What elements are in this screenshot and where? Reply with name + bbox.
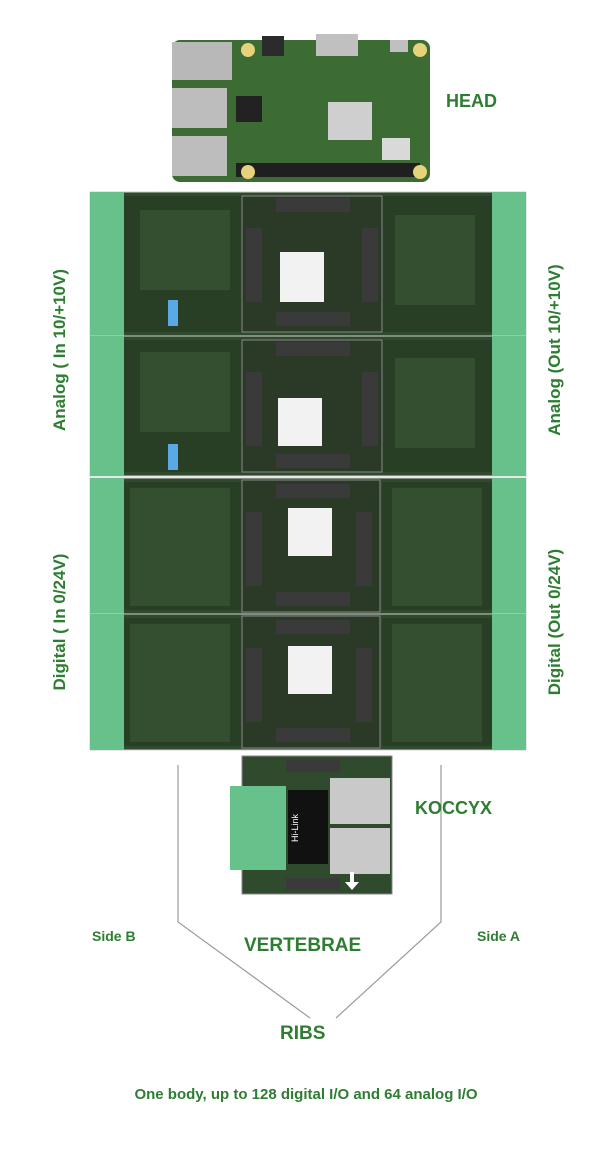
- koccyx-ethernet-port-2: [330, 828, 390, 874]
- head-hdmi-port: [316, 34, 358, 56]
- side-b-label: Side B: [92, 928, 136, 944]
- digital-out-label: Digital (Out 0/24V): [545, 492, 565, 752]
- koccyx-chip-label: Hi-Link: [290, 814, 300, 843]
- footer-caption: One body, up to 128 digital I/O and 64 a…: [0, 1086, 612, 1103]
- head-mount-hole-1: [241, 43, 255, 57]
- digital-in-label: Digital ( In 0/24V): [50, 492, 70, 752]
- head-usb-port-2: [172, 88, 227, 128]
- digital-layer-2: [90, 614, 526, 750]
- digital-layer-1: [90, 478, 526, 614]
- analog-layer-1: [90, 192, 526, 336]
- analog-module-2: [278, 398, 322, 446]
- analog-out-terminal-block-1: [492, 192, 526, 336]
- koccyx-ethernet-port-1: [330, 778, 390, 824]
- head-usb-port-1: [172, 42, 232, 80]
- side-a-label: Side A: [477, 928, 520, 944]
- head-soc-chip: [328, 102, 372, 140]
- analog-layer-2: [90, 336, 526, 476]
- koccyx-board: Hi-Link: [230, 756, 392, 894]
- analog-module-1: [280, 252, 324, 302]
- digital-module-2: [288, 646, 332, 694]
- head-chip: [236, 96, 262, 122]
- head-wifi-chip: [382, 138, 410, 160]
- digital-out-terminal-block-2: [492, 614, 526, 750]
- analog-in-terminal-block-1: [90, 192, 124, 336]
- analog-out-label: Analog (Out 10/+10V): [545, 220, 565, 480]
- koccyx-label: KOCCYX: [415, 798, 492, 819]
- head-mount-hole-3: [241, 165, 255, 179]
- ribs-label: RIBS: [280, 1023, 325, 1045]
- head-ethernet-port: [172, 136, 227, 176]
- digital-out-terminal-block-1: [492, 478, 526, 614]
- digital-in-terminal-block-2: [90, 614, 124, 750]
- head-audio-jack: [262, 36, 284, 56]
- vertebrae-label: VERTEBRAE: [244, 935, 361, 957]
- head-mount-hole-2: [413, 43, 427, 57]
- head-mount-hole-4: [413, 165, 427, 179]
- analog-in-terminal-block-2: [90, 336, 124, 476]
- digital-in-terminal-block-1: [90, 478, 124, 614]
- digital-module-1: [288, 508, 332, 556]
- head-label: HEAD: [446, 91, 497, 112]
- analog-out-terminal-block-2: [492, 336, 526, 476]
- head-power-port: [390, 40, 408, 52]
- analog-in-label: Analog ( In 10/+10V): [50, 220, 70, 480]
- head-gpio-header: [236, 163, 420, 177]
- koccyx-terminal-block: [230, 786, 286, 870]
- head-board: [172, 34, 430, 182]
